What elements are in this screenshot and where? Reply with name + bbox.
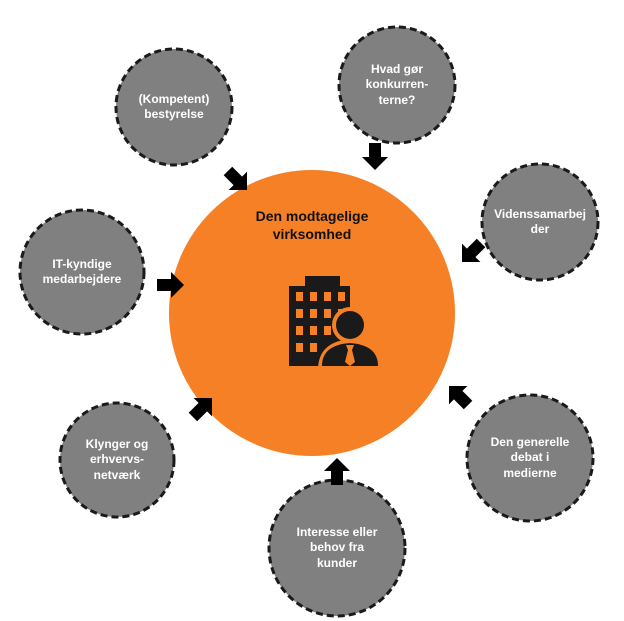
arrow-bestyrelse <box>223 166 247 190</box>
arrow-konkurrenter <box>362 143 388 170</box>
node-label-klynger: Klynger og erhvervs- netværk <box>85 436 149 482</box>
node-circle-klynger <box>58 401 176 519</box>
node-label-kunder: Interesse eller behov fra kunder <box>296 524 378 570</box>
node-label-debat: Den generelle debat i medierne <box>490 434 570 480</box>
node-label-it-medarbejdere: IT-kyndige medarbejdere <box>42 256 122 286</box>
arrow-kunder <box>324 458 350 485</box>
node-label-videnssamarbejder: Videnssamarbej der <box>494 206 586 236</box>
arrow-debat <box>449 386 473 410</box>
node-circle-videnssamarbejder <box>480 162 600 282</box>
center-label: Den modtagelige virksomhed <box>255 208 369 242</box>
node-label-konkurrenter: Hvad gør konkurren- terne? <box>365 61 429 107</box>
node-circle-konkurrenter <box>337 25 457 145</box>
arrow-it-medarbejdere <box>157 272 184 298</box>
node-circle-it-medarbejdere <box>18 208 146 336</box>
arrow-klynger <box>188 398 212 422</box>
node-circle-bestyrelse <box>114 47 234 167</box>
node-circle-debat <box>465 393 595 523</box>
arrow-videnssamarbejder <box>462 238 486 262</box>
office-building-businessman-icon <box>289 276 382 370</box>
node-label-bestyrelse: (Kompetent) bestyrelse <box>138 91 210 121</box>
